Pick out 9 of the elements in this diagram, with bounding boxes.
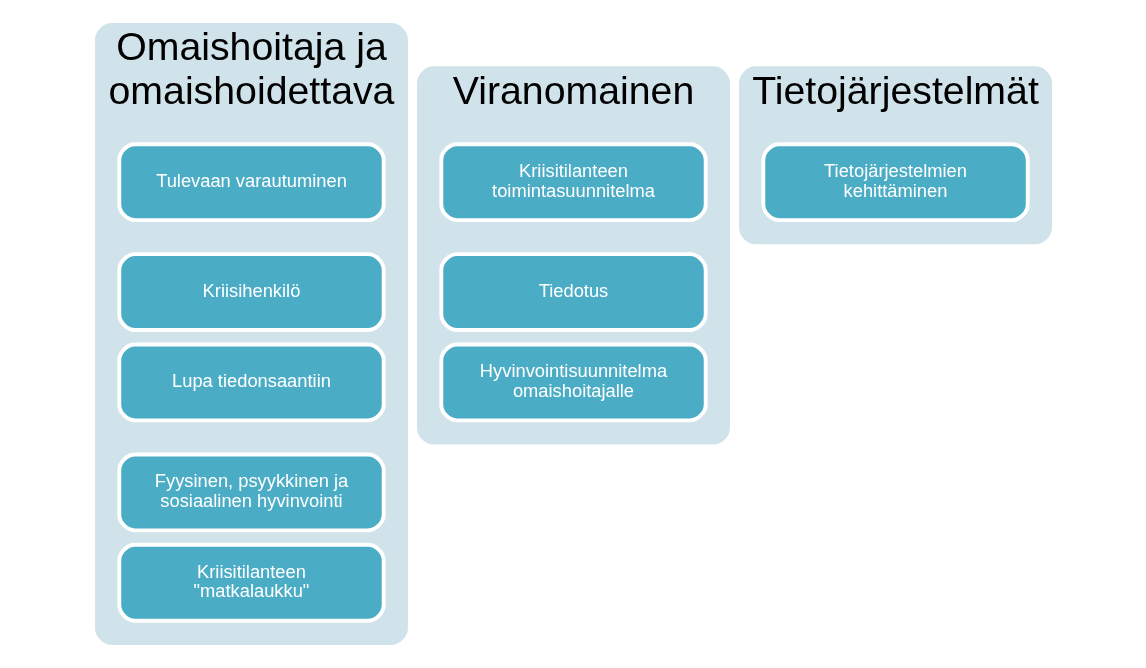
node-box: Tulevaan varautuminen (116, 142, 386, 223)
node-box: Tiedotus (438, 252, 708, 333)
node-box: Fyysinen, psyykkinen ja sosiaalinen hyvinvointi (116, 452, 386, 533)
node-box: Kriisitilanteen toimintasuunnitelma (438, 142, 708, 223)
node-box: Kriisitilanteen "matkalaukku" (116, 542, 386, 623)
node-box: Kriisihenkilö (116, 252, 386, 333)
node-box: Hyvinvointisuunnitelma omaishoitajalle (438, 342, 708, 423)
node-box: Lupa tiedonsaantiin (116, 342, 386, 423)
node-box: Tietojärjestelmien kehittäminen (760, 142, 1030, 223)
